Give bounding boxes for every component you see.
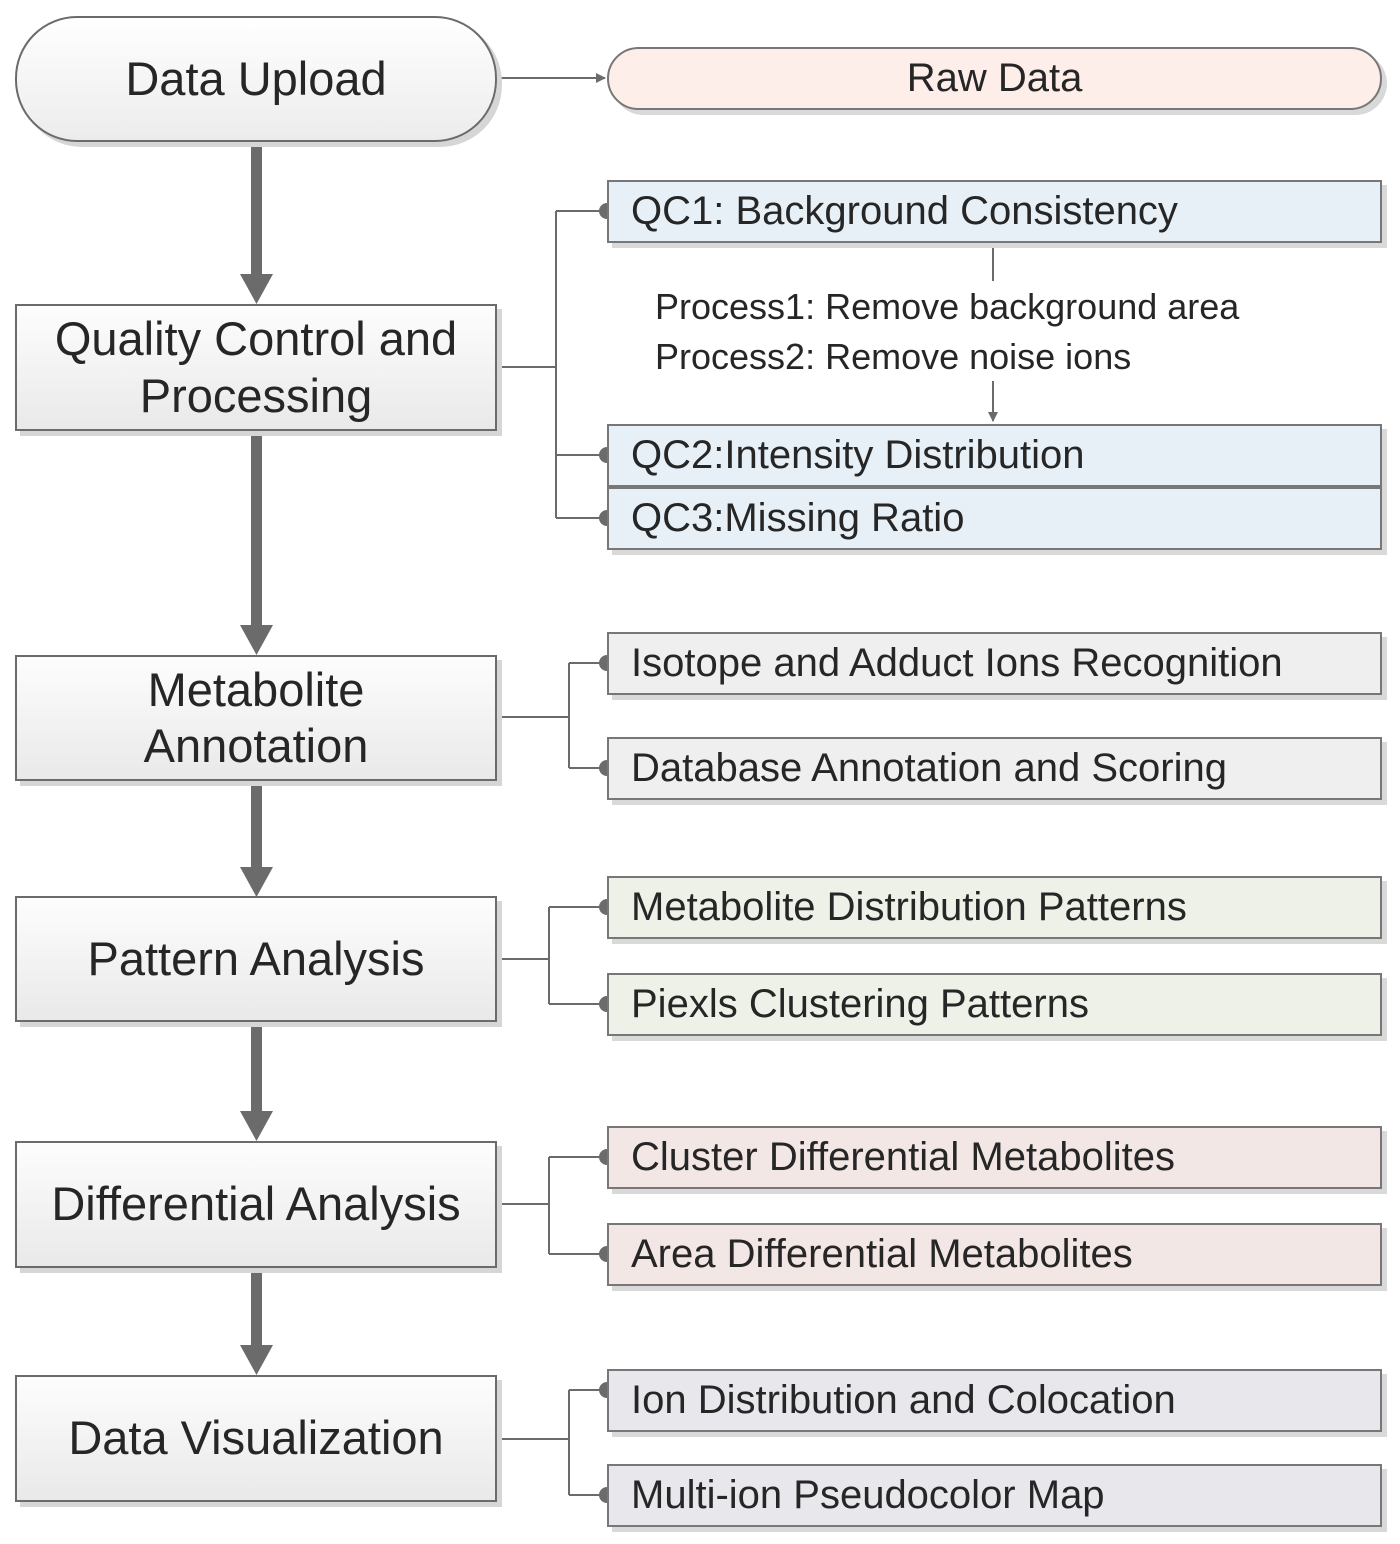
differential-analysis-node: Differential Analysis: [15, 1141, 497, 1268]
connector-dots: [599, 203, 615, 1503]
clustering-patterns-box: Piexls Clustering Patterns: [607, 973, 1382, 1036]
distribution-patterns-box: Metabolite Distribution Patterns: [607, 876, 1382, 939]
raw-data-label: Raw Data: [906, 56, 1083, 100]
metabolite-annotation-node: Metabolite Annotation: [15, 655, 497, 781]
qc2-box: QC2:Intensity Distribution: [607, 424, 1382, 487]
bracket-connectors: [497, 210, 607, 1496]
isotope-recognition-box: Isotope and Adduct Ions Recognition: [607, 632, 1382, 695]
differential-analysis-label: Differential Analysis: [51, 1177, 461, 1231]
ion-distribution-label: Ion Distribution and Colocation: [631, 1378, 1176, 1422]
process1-note: Process1: Remove background area: [655, 286, 1240, 327]
ion-distribution-box: Ion Distribution and Colocation: [607, 1369, 1382, 1432]
cluster-differential-label: Cluster Differential Metabolites: [631, 1135, 1175, 1179]
area-differential-label: Area Differential Metabolites: [631, 1232, 1133, 1276]
distribution-patterns-label: Metabolite Distribution Patterns: [631, 885, 1187, 929]
cluster-differential-box: Cluster Differential Metabolites: [607, 1126, 1382, 1189]
database-annotation-box: Database Annotation and Scoring: [607, 737, 1382, 800]
quality-control-node: Quality Control and Processing: [15, 304, 497, 431]
qc1-label: QC1: Background Consistency: [631, 189, 1178, 233]
pattern-analysis-node: Pattern Analysis: [15, 896, 497, 1022]
qc3-label: QC3:Missing Ratio: [631, 496, 965, 540]
data-upload-node: Data Upload: [15, 16, 497, 142]
qc3-box: QC3:Missing Ratio: [607, 487, 1382, 550]
quality-control-label: Quality Control and Processing: [54, 312, 458, 422]
process2-note: Process2: Remove noise ions: [655, 336, 1132, 377]
area-differential-box: Area Differential Metabolites: [607, 1223, 1382, 1286]
pattern-analysis-label: Pattern Analysis: [87, 931, 425, 985]
pseudocolor-map-label: Multi-ion Pseudocolor Map: [631, 1473, 1105, 1517]
raw-data-node: Raw Data: [607, 47, 1382, 110]
database-annotation-label: Database Annotation and Scoring: [631, 746, 1227, 790]
metabolite-annotation-label: Metabolite Annotation: [143, 662, 369, 772]
qc2-label: QC2:Intensity Distribution: [631, 433, 1085, 477]
data-visualization-node: Data Visualization: [15, 1375, 497, 1502]
isotope-recognition-label: Isotope and Adduct Ions Recognition: [631, 641, 1283, 685]
pseudocolor-map-box: Multi-ion Pseudocolor Map: [607, 1464, 1382, 1527]
clustering-patterns-label: Piexls Clustering Patterns: [631, 982, 1089, 1026]
data-visualization-label: Data Visualization: [68, 1411, 444, 1465]
main-flow-arrows: [240, 143, 273, 1375]
qc1-box: QC1: Background Consistency: [607, 180, 1382, 243]
data-upload-label: Data Upload: [125, 51, 387, 105]
